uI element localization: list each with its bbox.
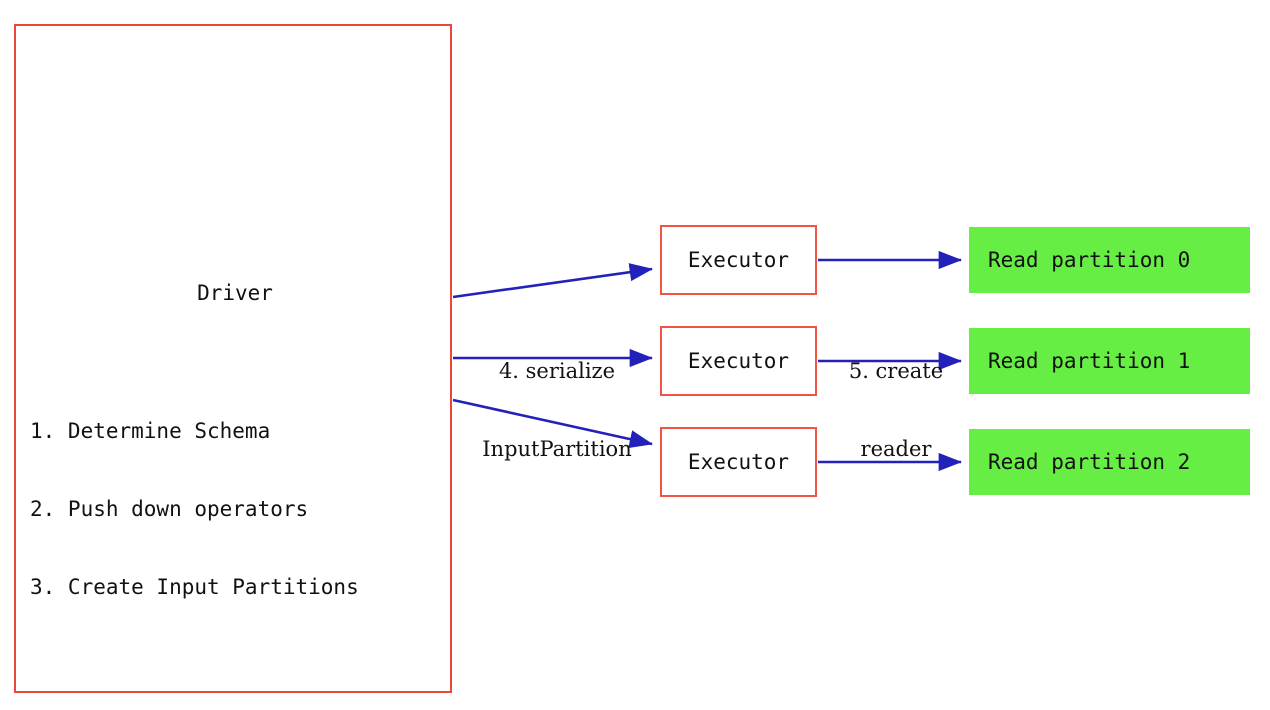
driver-steps-list: 1. Determine Schema 2. Push down operato…	[30, 366, 454, 652]
partition-label-2: Read partition 2	[988, 450, 1191, 474]
arrow-driver-to-executor-2	[452, 398, 654, 449]
executor-label-0: Executor	[687, 248, 790, 272]
edge-label-serialize-line-1: 4. serialize	[498, 359, 616, 383]
edge-label-serialize-line-2: InputPartition	[482, 437, 632, 461]
executor-box-1: Executor	[660, 326, 817, 396]
edge-label-create-reader-line-1: 5. create	[848, 359, 944, 383]
edge-label-serialize-input-partition: 4. serialize InputPartition	[462, 306, 652, 514]
partition-label-1: Read partition 1	[988, 349, 1191, 373]
partition-box-2: Read partition 2	[969, 429, 1250, 495]
edge-label-create-reader-line-2: reader	[860, 437, 932, 461]
executor-box-0: Executor	[660, 225, 817, 295]
driver-title: Driver	[197, 281, 273, 305]
driver-step-3: 3. Create Input Partitions	[30, 575, 359, 599]
driver-step-1: 1. Determine Schema	[30, 419, 271, 443]
executor-box-2: Executor	[660, 427, 817, 497]
driver-box: Driver 1. Determine Schema 2. Push down …	[14, 24, 452, 693]
partition-box-0: Read partition 0	[969, 227, 1250, 293]
arrow-driver-to-executor-0	[452, 263, 654, 299]
partition-label-0: Read partition 0	[988, 248, 1191, 272]
executor-label-2: Executor	[687, 450, 790, 474]
executor-label-1: Executor	[687, 349, 790, 373]
edge-label-create-reader: 5. create reader	[826, 306, 966, 514]
driver-step-2: 2. Push down operators	[30, 497, 309, 521]
partition-box-1: Read partition 1	[969, 328, 1250, 394]
